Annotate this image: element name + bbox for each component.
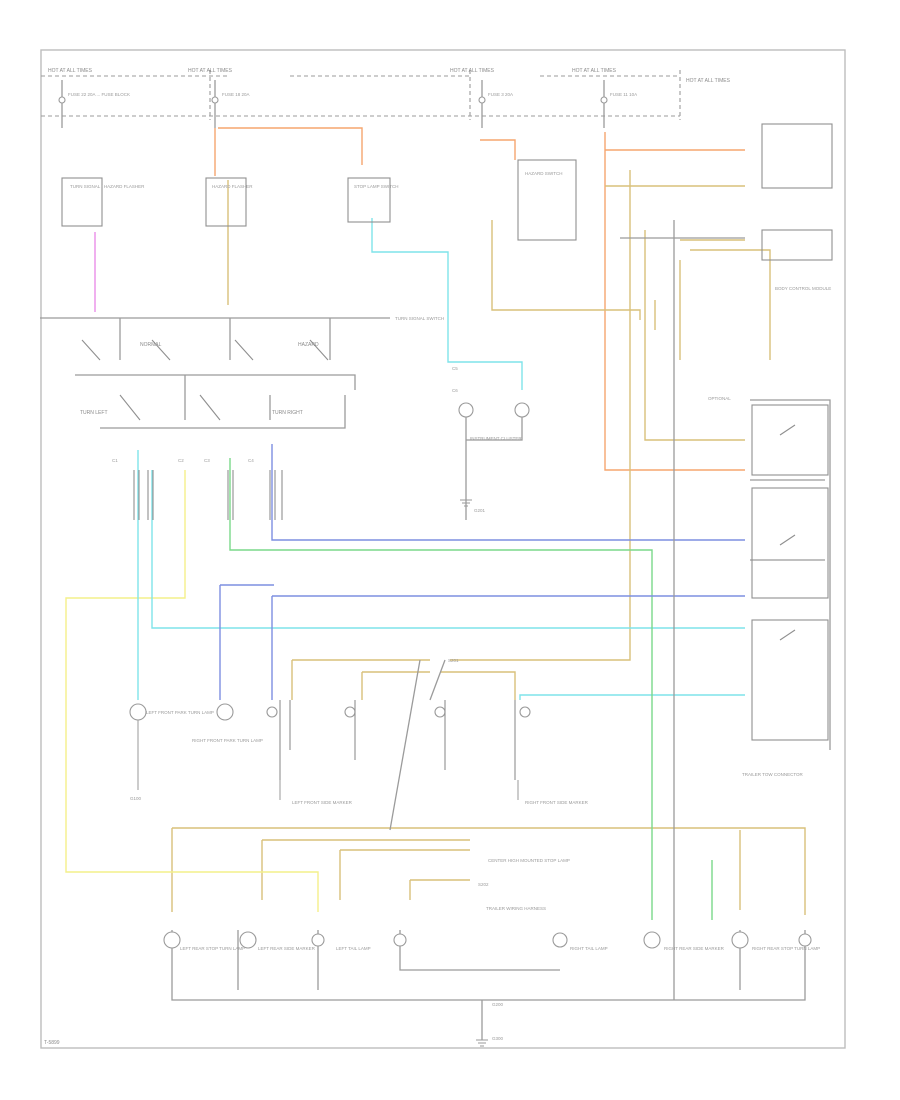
wire-blue [219,444,745,700]
connector-c4: C4 [248,458,254,463]
connector-c6: C6 [452,388,458,393]
rf-park-turn-bulb [216,703,234,721]
fuse-header-5: HOT AT ALL TIMES [686,78,731,84]
splice-s202: S202 [478,882,489,887]
lamp-front-3: LEFT FRONT SIDE MARKER [292,800,353,805]
connectors: C1 C2 C3 C4 C5 C6 S201 S202 [112,366,489,887]
fuse-label-3: FUSE 3 20A [488,92,513,97]
right-module-box [761,229,833,261]
lr-marker-bulb [434,706,446,718]
lamp-front-2: RIGHT FRONT PARK TURN LAMP [192,738,263,743]
lamp-front-4: RIGHT FRONT SIDE MARKER [525,800,589,805]
lamp-rear-2: LEFT REAR SIDE MARKER [258,946,316,951]
switch-turn-left: TURN LEFT [80,410,108,416]
ground-g201: G201 [474,508,486,513]
splice-s201: S201 [448,658,459,663]
connector-c3: C3 [204,458,210,463]
lamp-rear-1: LEFT REAR STOP TURN LAMP [180,946,245,951]
lamp-rear-7: RIGHT REAR STOP TURN LAMP [752,946,820,951]
hazard-flasher [205,177,247,227]
right-modules: TRAILER TOW CONNECTOR OPTIONAL BODY CONT… [708,286,831,777]
lamp-rear-5: RIGHT TAIL LAMP [570,946,608,951]
switch-normal: NORMAL [140,342,162,348]
lamp-front-1: LEFT FRONT PARK TURN LAMP [146,710,214,715]
footer-code: T-5899 [44,1040,60,1046]
chmsl-bulb [393,933,407,947]
stop-lamp-switch [347,177,391,223]
l-tail-bulb [311,933,325,947]
wire-green [229,458,713,920]
fuse-header-4: HOT AT ALL TIMES [572,68,617,74]
trailer-relay-3 [751,619,829,741]
upper-components: TURN SIGNAL / HAZARD FLASHER HAZARD FLAS… [61,123,833,261]
hazard-switch [517,159,577,241]
lamp-rear-3: LEFT TAIL LAMP [336,946,371,951]
module-trailer-tow: TRAILER TOW CONNECTOR [742,772,804,777]
rr-stop-turn-bulb [731,931,749,949]
relay-label-4: HAZARD SWITCH [525,171,563,176]
module-cluster: INSTRUMENT CLUSTER [470,436,522,441]
fuse-label-1: FUSE 22 20A ... FUSE BLOCK [68,92,130,97]
optional-label: OPTIONAL [708,396,731,401]
lr-stop-turn-bulb [163,931,181,949]
switch-hazard: HAZARD [298,342,319,348]
lr-side-marker-bulb [239,931,257,949]
fuse-header-2: HOT AT ALL TIMES [188,68,233,74]
relay-label-1: TURN SIGNAL / HAZARD FLASHER [70,184,145,189]
lamp-rear-6: RIGHT REAR SIDE MARKER [664,946,725,951]
flasher-relay [61,177,103,227]
front-lamps: LEFT FRONT PARK TURN LAMP RIGHT FRONT PA… [129,700,589,805]
trailer-relay-2 [751,487,829,599]
trailer-relay-1 [751,404,829,476]
relay-label-2: HAZARD FLASHER [212,184,253,189]
fuse-header-strip: HOT AT ALL TIMES HOT AT ALL TIMES HOT AT… [41,68,731,120]
rear-lamps: LEFT REAR STOP TURN LAMP LEFT REAR SIDE … [163,858,820,951]
wire-yellow [65,470,319,912]
ground-g300: G300 [492,1036,504,1041]
grounds: G300 G201 G100 G200 [130,499,504,1047]
relay-label-3: STOP LAMP SWITCH [354,184,399,189]
connector-c2: C2 [178,458,184,463]
cluster-lamps: INSTRUMENT CLUSTER [458,402,530,520]
lf-side-marker-bulb [266,706,278,718]
wires [40,127,831,1040]
fuse-header-3: HOT AT ALL TIMES [450,68,495,74]
connector-c5: C5 [452,366,458,371]
lf-park-turn-bulb [129,703,147,721]
rf-side-marker-bulb [344,706,356,718]
module-trailer-harness: TRAILER WIRING HARNESS [486,906,546,911]
rr-side-marker-bulb [643,931,661,949]
right-relay-box [761,123,833,189]
fuse-symbols: FUSE 22 20A ... FUSE BLOCK FUSE 18 20A F… [58,80,637,128]
module-bcm: BODY CONTROL MODULE [775,286,831,291]
lamp-rear-4: CENTER HIGH MOUNTED STOP LAMP [488,858,570,863]
r-tail-bulb [552,932,568,948]
fuse-label-4: FUSE 11 10A [610,92,637,97]
switch-turn-right: TURN RIGHT [272,410,303,416]
ground-g200: G200 [492,1002,504,1007]
ground-g100: G100 [130,796,142,801]
turn-signal-switch: NORMAL HAZARD TURN LEFT TURN RIGHT TURN … [80,316,444,421]
wire-tan [171,170,806,915]
wire-cyan [137,218,745,700]
rr-extra-bulb [798,933,812,947]
fuse-header-1: HOT AT ALL TIMES [48,68,93,74]
diagram-border [40,49,846,1049]
switch-title: TURN SIGNAL SWITCH [395,316,444,321]
fuse-label-2: FUSE 18 20A [222,92,250,97]
connector-c1: C1 [112,458,118,463]
wire-orange-top [214,127,745,471]
rr-marker-bulb [519,706,531,718]
